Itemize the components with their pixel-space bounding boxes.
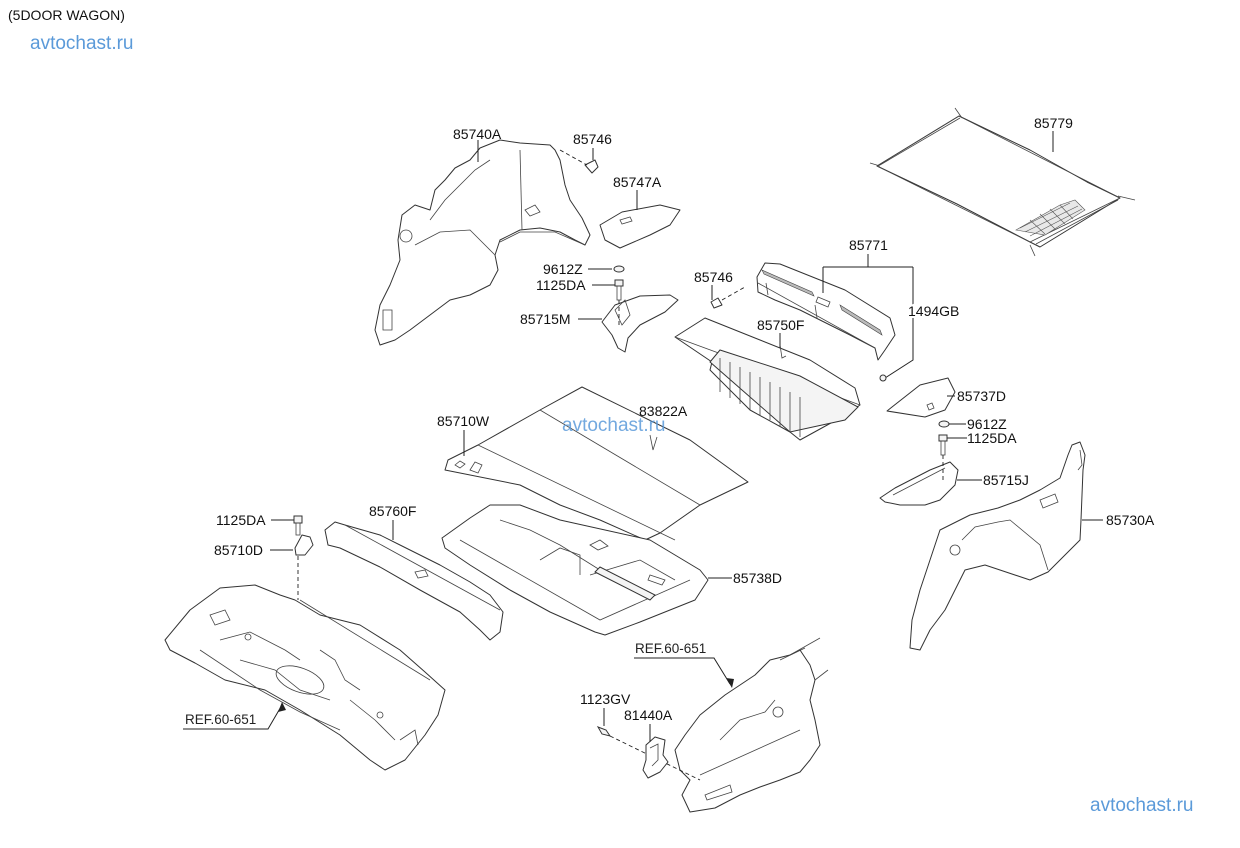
part-9612Z-cap-left[interactable] bbox=[613, 265, 625, 273]
part-1123GV-screw[interactable] bbox=[596, 726, 612, 737]
label-85746-right[interactable]: 85746 bbox=[694, 269, 733, 285]
arrow-ref-side bbox=[726, 678, 734, 688]
leader-ref-floor bbox=[183, 704, 283, 730]
part-85771-transverse-trim[interactable] bbox=[756, 262, 896, 361]
part-85710W-luggage-board[interactable] bbox=[444, 386, 749, 541]
dash-85746-top bbox=[559, 149, 588, 166]
part-85730A-side-trim-right[interactable] bbox=[909, 441, 1086, 651]
part-85715J-bracket-right[interactable] bbox=[879, 455, 959, 506]
part-85747A-cover[interactable] bbox=[599, 204, 681, 249]
part-85715M-bracket-left[interactable] bbox=[601, 294, 679, 353]
label-85747A[interactable]: 85747A bbox=[613, 174, 662, 190]
leader-85771 bbox=[822, 254, 914, 379]
label-83822A[interactable]: 83822A bbox=[639, 403, 688, 419]
ref-label-side[interactable]: REF.60-651 bbox=[635, 641, 706, 656]
arrow-ref-floor bbox=[278, 702, 286, 712]
label-85760F[interactable]: 85760F bbox=[369, 503, 416, 519]
label-85710W[interactable]: 85710W bbox=[437, 413, 490, 429]
label-81440A[interactable]: 81440A bbox=[624, 707, 673, 723]
label-85730A[interactable]: 85730A bbox=[1106, 512, 1155, 528]
part-85710D-bracket[interactable] bbox=[294, 534, 314, 556]
label-85710D[interactable]: 85710D bbox=[214, 542, 263, 558]
part-9612Z-cap-right[interactable] bbox=[938, 420, 950, 428]
part-85746-clip-right[interactable] bbox=[710, 297, 723, 309]
label-85771[interactable]: 85771 bbox=[849, 237, 888, 253]
floor-panel-reference[interactable] bbox=[164, 584, 446, 771]
label-85746-top[interactable]: 85746 bbox=[573, 131, 612, 147]
watermark-center: avtochast.ru bbox=[562, 415, 666, 436]
label-85715M[interactable]: 85715M bbox=[520, 311, 571, 327]
part-1125DA-bolt-right[interactable] bbox=[938, 434, 948, 456]
label-1125DA-right[interactable]: 1125DA bbox=[967, 430, 1017, 446]
part-85737D-cover[interactable] bbox=[886, 377, 956, 418]
part-85779-luggage-net[interactable] bbox=[869, 107, 1136, 257]
leader-ref-side bbox=[634, 657, 731, 685]
label-85738D[interactable]: 85738D bbox=[733, 570, 782, 586]
watermark-bottom-right: avtochast.ru bbox=[1090, 795, 1194, 816]
part-81440A-striker[interactable] bbox=[642, 736, 669, 779]
part-85746-clip-top[interactable] bbox=[584, 159, 599, 174]
part-1125DA-bolt-left[interactable] bbox=[614, 279, 624, 301]
label-1125DA-left[interactable]: 1125DA bbox=[536, 277, 586, 293]
label-9612Z-right[interactable]: 9612Z bbox=[967, 416, 1007, 432]
label-1125DA-floor[interactable]: 1125DA bbox=[216, 512, 266, 528]
part-1494GB-clip[interactable] bbox=[879, 374, 887, 382]
variant-title: (5DOOR WAGON) bbox=[8, 7, 125, 23]
part-85750F-luggage-box[interactable] bbox=[674, 317, 861, 441]
label-9612Z-left[interactable]: 9612Z bbox=[543, 261, 583, 277]
dash-85746-right bbox=[721, 286, 746, 301]
ref-label-floor[interactable]: REF.60-651 bbox=[185, 712, 256, 727]
label-1123GV[interactable]: 1123GV bbox=[580, 691, 631, 707]
label-1494GB[interactable]: 1494GB bbox=[906, 301, 961, 321]
part-85738D-luggage-tray[interactable] bbox=[441, 504, 709, 636]
part-85760F-rear-trim[interactable] bbox=[324, 521, 504, 641]
part-85740A-side-trim-left[interactable] bbox=[374, 139, 591, 346]
label-85715J[interactable]: 85715J bbox=[983, 472, 1029, 488]
part-1125DA-bolt-floor[interactable] bbox=[293, 515, 303, 536]
watermark-top-left: avtochast.ru bbox=[30, 33, 134, 54]
label-85779[interactable]: 85779 bbox=[1034, 115, 1073, 131]
label-85750F[interactable]: 85750F bbox=[757, 317, 804, 333]
label-85737D[interactable]: 85737D bbox=[957, 388, 1006, 404]
label-85740A[interactable]: 85740A bbox=[453, 126, 502, 142]
side-member-reference[interactable] bbox=[674, 637, 829, 813]
